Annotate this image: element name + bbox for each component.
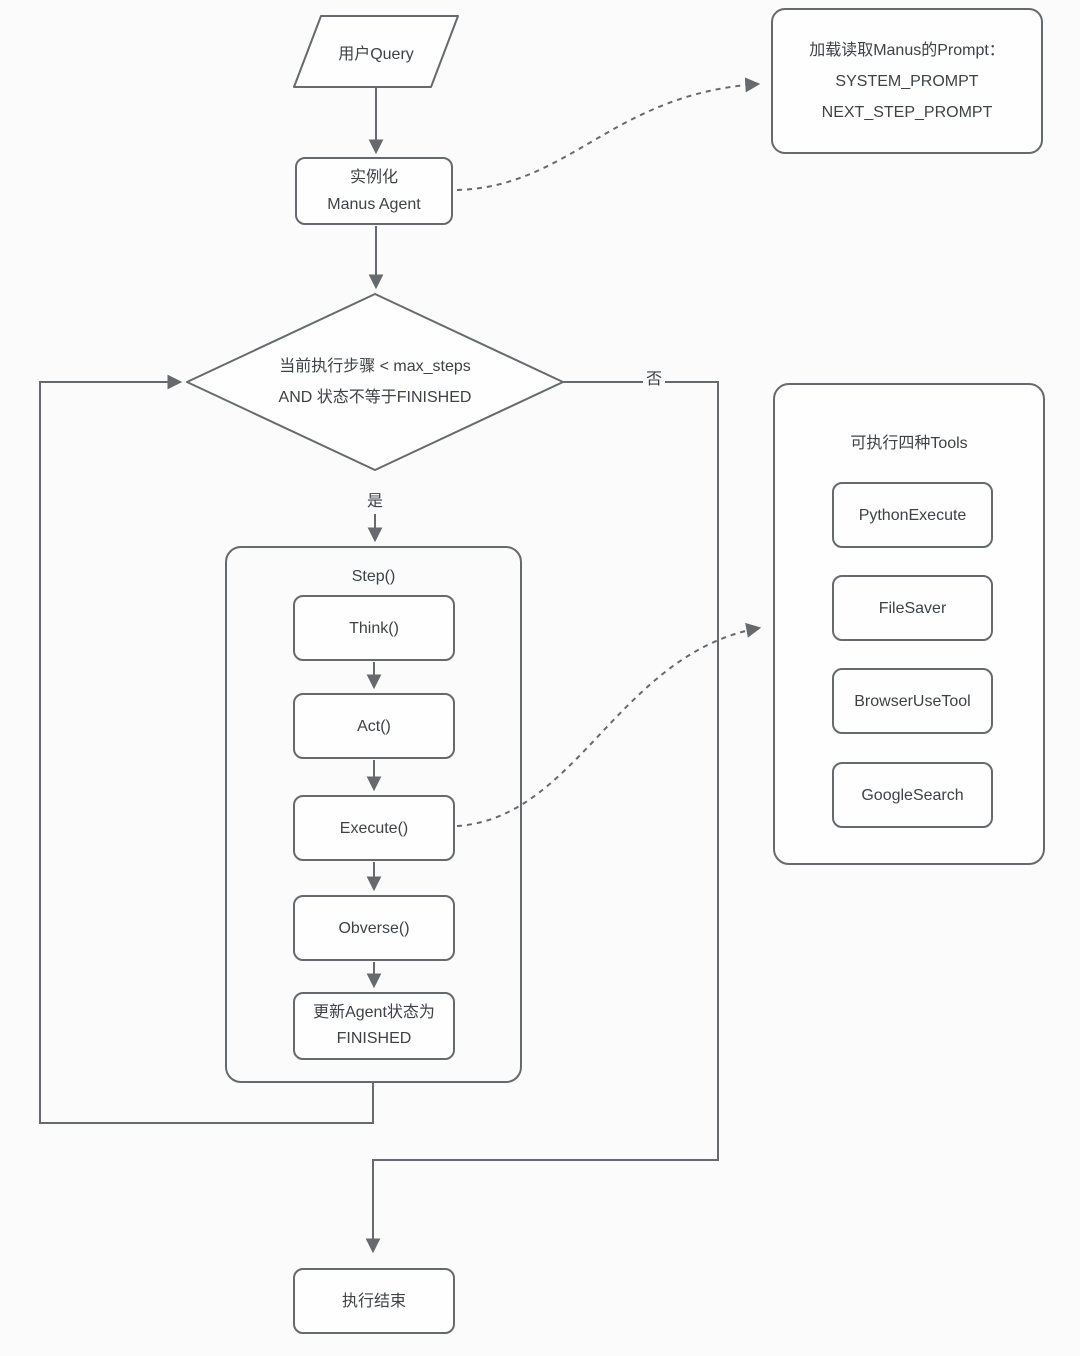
think-label: Think()	[349, 619, 399, 637]
node-execute: Execute()	[293, 795, 455, 861]
node-load-prompt: 加载读取Manus的Prompt： SYSTEM_PROMPT NEXT_STE…	[771, 8, 1043, 154]
tool-file-saver-label: FileSaver	[878, 599, 947, 617]
tool-google-search-label: GoogleSearch	[861, 786, 964, 804]
edge-loop-back-to-decision	[39, 374, 374, 1124]
edge-no-to-end	[365, 381, 719, 1254]
instantiate-label-line2: Manus Agent	[327, 196, 421, 213]
tool-browser-use-tool-label: BrowserUseTool	[854, 692, 971, 710]
node-tool-browser-use-tool: BrowserUseTool	[832, 668, 993, 734]
node-tool-google-search: GoogleSearch	[832, 762, 993, 828]
step-container-title: Step()	[351, 568, 396, 585]
node-decision: 当前执行步骤 < max_steps AND 状态不等于FINISHED	[225, 350, 525, 414]
user-query-label: 用户Query	[338, 45, 414, 63]
node-update-agent-state: 更新Agent状态为 FINISHED	[293, 992, 455, 1060]
node-user-query: 用户Query	[294, 16, 458, 87]
tools-container-title: 可执行四种Tools	[850, 435, 968, 452]
node-obverse: Obverse()	[293, 895, 455, 961]
container-step: Step()	[225, 546, 522, 1083]
load-prompt-line1: 加载读取Manus的Prompt：	[809, 41, 1005, 59]
edge-dashed-instantiate-to-prompt	[456, 77, 761, 191]
node-tool-file-saver: FileSaver	[832, 575, 993, 641]
obverse-label: Obverse()	[338, 919, 410, 937]
node-instantiate-manus-agent: 实例化 Manus Agent	[295, 157, 453, 225]
node-execution-end: 执行结束	[293, 1268, 455, 1334]
update-state-line1: 更新Agent状态为	[313, 1004, 435, 1021]
execute-label: Execute()	[339, 819, 409, 837]
load-prompt-line3: NEXT_STEP_PROMPT	[821, 103, 993, 121]
user-query-shape	[293, 15, 459, 88]
node-tool-python-execute: PythonExecute	[832, 482, 993, 548]
branch-label-yes: 是	[364, 487, 387, 511]
load-prompt-line2: SYSTEM_PROMPT	[835, 72, 979, 90]
node-think: Think()	[293, 595, 455, 661]
decision-line1: 当前执行步骤 < max_steps	[279, 358, 471, 375]
branch-label-no: 否	[643, 365, 666, 389]
node-act: Act()	[293, 693, 455, 759]
yes-text: 是	[367, 493, 384, 510]
update-state-line2: FINISHED	[336, 1030, 412, 1047]
instantiate-label-line1: 实例化	[349, 169, 398, 186]
tool-python-execute-label: PythonExecute	[858, 506, 967, 524]
decision-diamond-shape	[186, 293, 564, 471]
decision-line2: AND 状态不等于FINISHED	[278, 389, 472, 406]
execution-end-label: 执行结束	[341, 1292, 406, 1310]
no-text: 否	[646, 371, 663, 388]
act-label: Act()	[357, 717, 391, 735]
edge-dashed-execute-to-tools	[456, 622, 762, 827]
